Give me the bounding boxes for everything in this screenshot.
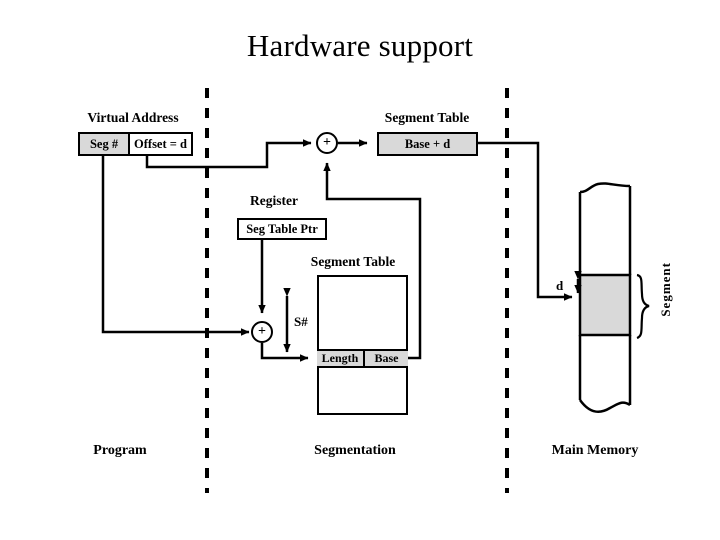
virtual-address-heading: Virtual Address — [87, 110, 179, 125]
memory-offset-label: d — [556, 278, 564, 293]
segment-index-label: S# — [294, 314, 308, 329]
register-seg-table-pointer[interactable]: Seg Table Ptr — [237, 218, 327, 240]
adder-top: + — [316, 132, 338, 154]
segment-table-entry-base-plus-d[interactable]: Base + d — [377, 132, 478, 156]
virtual-address-field-offset[interactable]: Offset = d — [130, 134, 191, 154]
adder-lower: + — [251, 321, 273, 343]
segment-table-heading-top: Segment Table — [384, 110, 470, 125]
connector-segnum-to-adder — [101, 155, 250, 336]
footer-label-main-memory: Main Memory — [551, 443, 639, 458]
segment-table-cell-length[interactable]: Length — [317, 351, 365, 366]
segment-table-selected-row: Length Base — [317, 349, 408, 368]
segment-table-heading: Segment Table — [310, 254, 396, 269]
memory-segment-label: Segment — [658, 262, 673, 317]
page-title: Hardware support — [246, 28, 474, 63]
connector-basebox-to-memory — [478, 141, 573, 301]
main-memory-column — [578, 182, 632, 414]
connector-adder-to-table-entry — [260, 343, 309, 362]
footer-label-program: Program — [93, 443, 147, 458]
memory-segment-block — [578, 273, 632, 337]
footer-label-segmentation: Segmentation — [314, 443, 396, 458]
register-heading: Register — [250, 193, 298, 208]
virtual-address-box: Seg # Offset = d — [78, 132, 193, 156]
segment-table — [317, 275, 408, 415]
segment-brace — [636, 273, 650, 340]
virtual-address-field-seg-number[interactable]: Seg # — [80, 134, 130, 154]
segment-table-cell-base[interactable]: Base — [365, 351, 408, 366]
